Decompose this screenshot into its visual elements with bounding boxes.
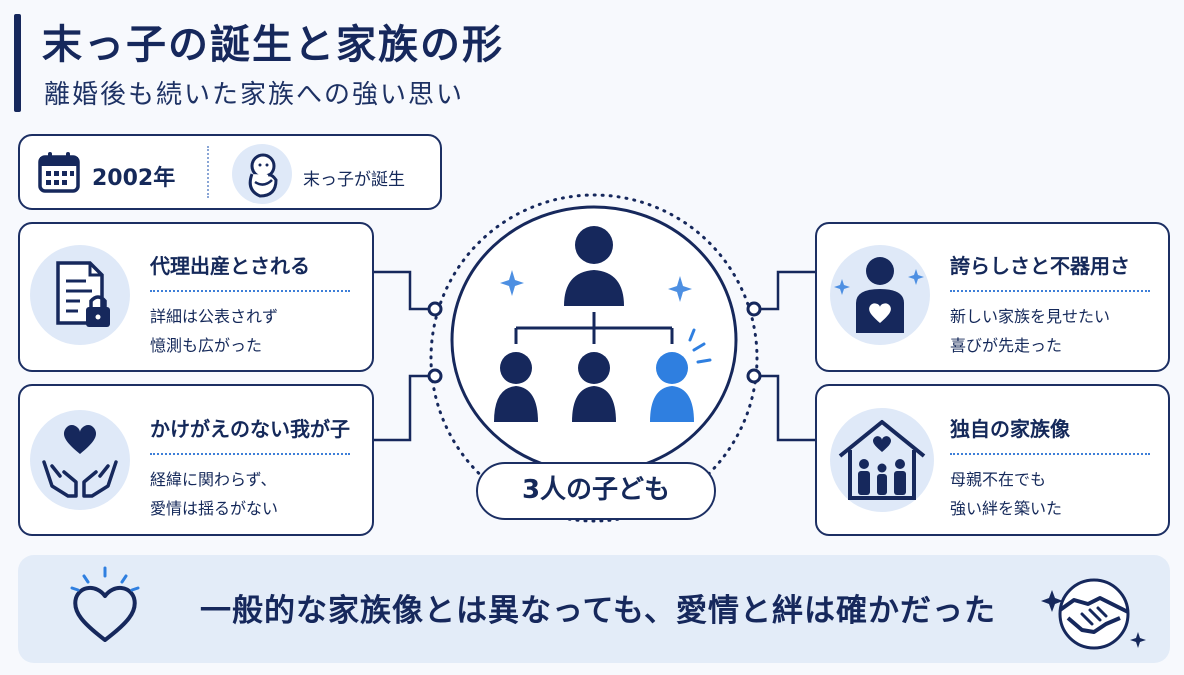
card-divider [950, 453, 1150, 455]
card-divider [950, 290, 1150, 292]
card-title: 代理出産とされる [150, 254, 310, 278]
event-description: 末っ子が誕生 [303, 170, 405, 190]
title-accent-bar [14, 14, 21, 112]
calendar-icon [38, 152, 80, 193]
event-box [18, 134, 442, 210]
card-line: 新しい家族を見せたい [950, 307, 1111, 326]
card-line: 詳細は公表されず [150, 307, 279, 326]
card-line: 母親不在でも [950, 470, 1047, 489]
conclusion-text: 一般的な家族像とは異なっても、愛情と絆は確かだった [200, 593, 996, 629]
card-title: 誇らしさと不器用さ [950, 254, 1130, 278]
card-icon-bg [30, 410, 130, 510]
orbit-dotted-circle [429, 193, 759, 523]
handshake-icon [1041, 578, 1146, 650]
conclusion-banner [18, 555, 1170, 663]
family-tree-icon [450, 205, 738, 475]
event-year: 2002年 [92, 166, 176, 191]
heart-outline-icon [70, 566, 140, 642]
card-line: 経緯に関わらず、 [150, 470, 277, 489]
connector-2 [372, 374, 435, 442]
card-line: 喜びが先走った [950, 336, 1063, 355]
connector-4 [754, 374, 815, 442]
family-house-icon [838, 420, 926, 500]
card-title: かけがえのない我が子 [150, 417, 350, 441]
connector-1 [372, 270, 435, 311]
card-line: 強い絆を築いた [950, 499, 1063, 518]
heart-hands-icon [42, 425, 118, 498]
baby-icon [248, 153, 278, 198]
person-heart-icon [834, 257, 924, 333]
card-line: 憶測も広がった [150, 336, 263, 355]
card-line: 愛情は揺るがない [150, 499, 279, 518]
connector-3 [754, 270, 815, 311]
card-divider [150, 290, 350, 292]
document-lock-icon [56, 261, 110, 327]
card-title: 独自の家族像 [950, 417, 1070, 441]
card-divider [150, 453, 350, 455]
children-count-label: 3人の子ども [476, 462, 716, 520]
page-title: 末っ子の誕生と家族の形 [42, 22, 504, 68]
page-subtitle: 離婚後も続いた家族への強い思い [44, 80, 465, 110]
event-divider [207, 146, 209, 198]
